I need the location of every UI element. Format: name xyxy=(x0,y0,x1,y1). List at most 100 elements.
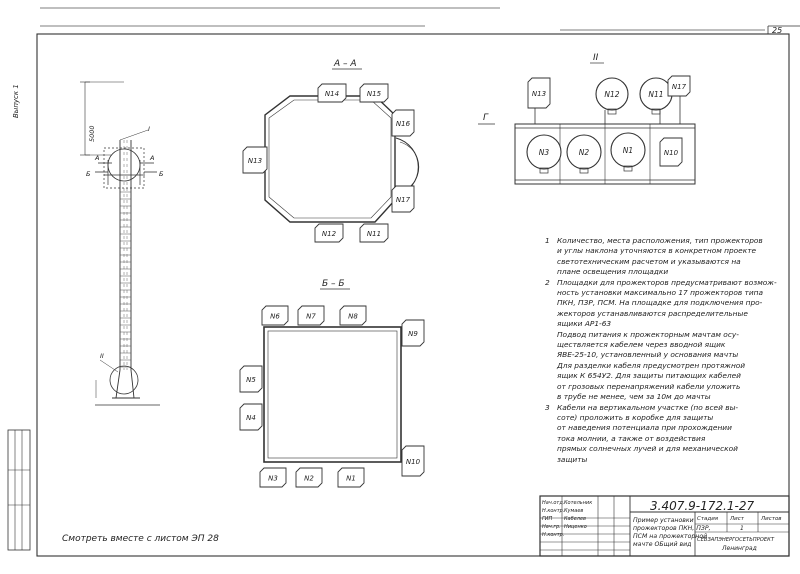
margin-stamp xyxy=(7,429,31,551)
mast-node-label-2: II xyxy=(100,352,104,360)
note-line: прямых солнечных лучей и для механическо… xyxy=(557,444,738,454)
stamp-title-line-2: прожекторов ПКН, ПЗР, xyxy=(633,525,711,532)
view-aa-title: А – А xyxy=(333,59,357,69)
mast-section-a-left: А xyxy=(94,154,99,162)
aa-projector-n14-label: N14 xyxy=(325,90,339,98)
mast-node-label-1: I xyxy=(148,125,150,133)
stamp-stage-header: Стадия xyxy=(697,516,719,522)
bb-projector-n9: N9 xyxy=(401,319,425,347)
aa-projector-n17-label: N17 xyxy=(396,196,411,204)
bb-projector-n4: N4 xyxy=(239,403,263,431)
stamp-sheet-header: Лист xyxy=(729,516,745,522)
view-ii-title: II xyxy=(593,53,599,63)
note-line: ществляется кабелем через вводной ящик xyxy=(557,340,726,350)
mast-section-b-right: Б xyxy=(159,170,164,178)
note-line: ЯВЕ-25-10, установленный у основания мач… xyxy=(557,350,739,360)
note-line: ПКН, ПЗР, ПСМ. На площадке для подключен… xyxy=(557,298,763,308)
bb-projector-n10-label: N10 xyxy=(406,458,421,466)
ii-projector-n2: N2 xyxy=(566,134,602,174)
note-line: Для разделки кабеля предусмотрен протяжн… xyxy=(557,360,746,370)
stamp-org-line-1: СЕВЗАПЭНЕРГОСЕТЬПРОЕКТ xyxy=(697,537,775,543)
ii-projector-n11: N11 xyxy=(639,77,673,115)
note-line: соте) проложить в коробке для защиты xyxy=(557,412,714,422)
sheet-frame xyxy=(36,33,790,557)
aa-projector-n11-label: N11 xyxy=(367,230,381,238)
ii-projector-n3: N3 xyxy=(526,134,562,174)
ii-projector-n13: N13 xyxy=(527,77,551,109)
note-line: ящики АР1-63 xyxy=(557,319,612,329)
note-line: светотехническим расчетом и указываются … xyxy=(557,256,741,266)
ii-projector-n3-label: N3 xyxy=(539,148,550,157)
stamp-signer-2: Кабелев xyxy=(564,516,586,522)
stamp-sheets-header: Листов xyxy=(760,516,782,522)
note-line: ность установки максимально 17 прожектор… xyxy=(557,288,764,298)
stamp-role-0: Нач.отд. xyxy=(542,500,564,506)
aa-projector-n17: N17 xyxy=(391,185,415,213)
ii-projector-n10-label: N10 xyxy=(664,149,679,157)
bottom-caption: Смотреть вместе с листом ЭП 28 xyxy=(62,534,219,544)
aa-projector-n13-label: N13 xyxy=(248,157,262,165)
bb-projector-n8-label: N8 xyxy=(348,313,358,321)
stamp-title-line-1: Пример установки xyxy=(633,517,694,524)
stamp-role-4: Н.контр. xyxy=(542,532,564,538)
bb-projector-n8: N8 xyxy=(339,305,367,326)
ii-projector-n2-label: N2 xyxy=(579,148,590,157)
bb-projector-n4-label: N4 xyxy=(246,414,256,422)
ii-projector-n12-label: N12 xyxy=(604,90,619,99)
aa-projector-n15: N15 xyxy=(359,83,389,103)
note-line: ящик К 654У2. Для защиты питающих кабеле… xyxy=(557,371,741,381)
stamp-role-1: Н.контр. xyxy=(542,508,564,514)
ii-projector-n17-label: N17 xyxy=(672,83,687,91)
bb-projector-n2-label: N2 xyxy=(304,475,314,483)
note-line: Кабели на вертикальном участке (по всей … xyxy=(557,402,739,412)
bb-projector-n2: N2 xyxy=(295,467,323,488)
stamp-signature-cells: Нач.отд.Н.контр.ГИПНач.гр.Н.контр.Котель… xyxy=(542,500,592,538)
ii-projector-n13-label: N13 xyxy=(532,90,546,98)
ii-projector-n17: N17 xyxy=(667,75,691,97)
stamp-signer-0: Котельник xyxy=(564,500,592,506)
bb-projector-n3-label: N3 xyxy=(268,475,278,483)
bb-projector-n6-label: N6 xyxy=(270,313,280,321)
ii-projector-n10: N10 xyxy=(659,137,683,167)
aa-projector-n15-label: N15 xyxy=(367,90,382,98)
view-g-label: Г xyxy=(483,113,489,123)
aa-projector-n12: N12 xyxy=(314,223,344,243)
bb-projector-n3: N3 xyxy=(259,467,287,488)
bb-projector-n5: N5 xyxy=(239,365,263,393)
bb-projector-n5-label: N5 xyxy=(246,376,256,384)
aa-projector-n14: N14 xyxy=(317,83,347,103)
bb-projector-n1: N1 xyxy=(337,467,365,488)
note-line: жекторов устанавливаются распределительн… xyxy=(557,308,748,318)
stamp-doc-code: 3.407.9-172.1-27 xyxy=(650,499,754,513)
note-number: 1 xyxy=(545,236,550,245)
ii-projector-n12: N12 xyxy=(595,77,629,115)
mast-section-b-left: Б xyxy=(86,170,91,178)
stamp-title-line-4: мачте ОБщий вид xyxy=(633,541,691,548)
note-line: в трубе не менее, чем за 10м до мачты xyxy=(557,392,711,402)
note-number: 2 xyxy=(545,277,550,287)
note-line: Площадки для прожекторов предусматривают… xyxy=(557,277,777,287)
bb-projector-n10: N10 xyxy=(401,445,425,477)
note-line: Подвод питания к прожекторным мачтам осу… xyxy=(557,329,739,339)
bb-projector-n7-label: N7 xyxy=(306,313,316,321)
bb-projector-n9-label: N9 xyxy=(408,330,418,338)
page-number: 25 xyxy=(772,26,782,35)
note-line: и углы наклона уточняются в конкретном п… xyxy=(557,246,757,256)
stamp-signer-1: Кумаев xyxy=(564,508,583,514)
aa-projector-n16: N16 xyxy=(391,109,415,137)
stamp-signer-3: Ниценко xyxy=(564,524,587,530)
title-block xyxy=(539,495,790,557)
stamp-role-2: ГИП xyxy=(542,516,553,522)
stamp-org-line-2: Ленинград xyxy=(721,545,757,552)
note-2: 2 Площадки для прожекторов предусматриваю… xyxy=(545,278,785,403)
note-line: тока молнии, а также от воздействия xyxy=(557,433,706,443)
bb-projector-n1-label: N1 xyxy=(346,475,356,483)
view-bb-title: Б – Б xyxy=(322,279,345,289)
bb-projector-n6: N6 xyxy=(261,305,289,326)
mast-dimension: 5000 xyxy=(88,125,96,142)
